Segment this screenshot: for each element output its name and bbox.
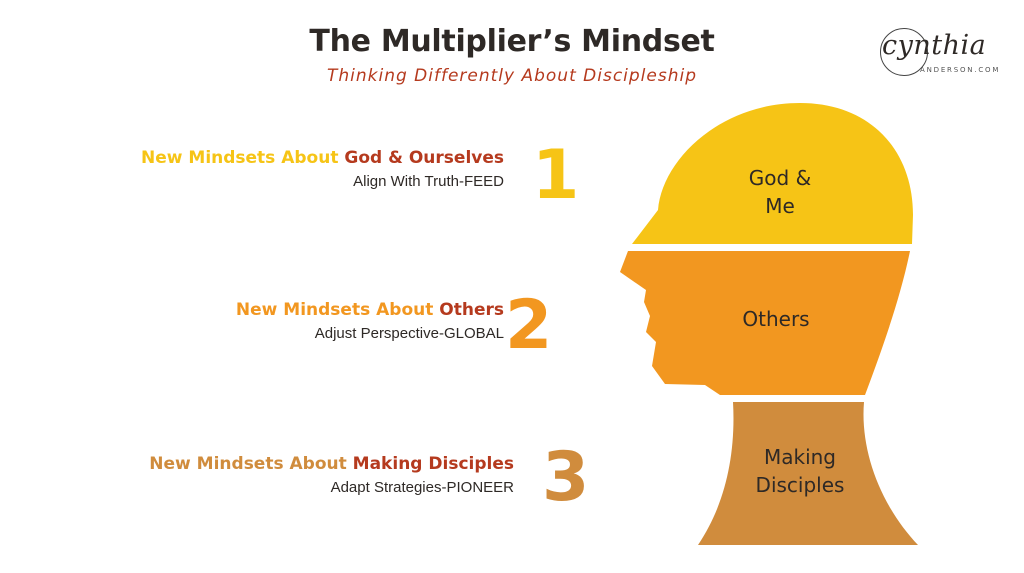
heading-prefix: New Mindsets About (141, 148, 345, 168)
heading-emphasis: God & Ourselves (344, 148, 504, 168)
segment-label-line: Making (763, 445, 837, 469)
segment-label-others: Others (716, 305, 836, 333)
segment-label-line: Me (765, 194, 795, 218)
heading-emphasis: Others (439, 300, 504, 320)
number-2: 2 (505, 286, 553, 365)
heading-prefix: New Mindsets About (235, 300, 440, 320)
head-segment-others (620, 251, 910, 395)
logo-subtext: ANDERSON.COM (920, 66, 1001, 74)
logo-circle-icon (880, 28, 928, 76)
mindset-heading-1: New Mindsets About God & Ourselves (141, 148, 504, 168)
segment-label-line: Disciples (755, 473, 845, 497)
logo-script: cynthia (882, 30, 987, 61)
mindset-description-3: Adapt Strategies-PIONEER (330, 479, 514, 496)
segment-label-line: God & (748, 166, 812, 190)
number-3: 3 (542, 438, 590, 517)
brand-logo: cynthia ANDERSON.COM (874, 22, 998, 82)
mindset-heading-3: New Mindsets About Making Disciples (149, 454, 514, 474)
mindset-row-2: New Mindsets About Others Adjust Perspec… (236, 300, 504, 342)
segment-label-god-me: God & Me (730, 164, 830, 220)
head-segment-god-me (632, 103, 913, 244)
heading-emphasis: Making Disciples (352, 454, 514, 474)
mindset-row-1: New Mindsets About God & Ourselves Align… (141, 148, 504, 190)
segment-label-line: Others (742, 307, 810, 331)
segment-label-making-disciples: Making Disciples (740, 443, 860, 499)
mindset-row-3: New Mindsets About Making Disciples Adap… (149, 454, 514, 496)
head-segment-making-disciples (698, 402, 918, 545)
heading-prefix: New Mindsets About (149, 454, 353, 474)
mindset-heading-2: New Mindsets About Others (236, 300, 504, 320)
mindset-description-2: Adjust Perspective-GLOBAL (314, 325, 504, 342)
page-subtitle: Thinking Differently About Discipleship (326, 66, 698, 86)
mindset-description-1: Align With Truth-FEED (353, 173, 504, 190)
number-1: 1 (532, 136, 580, 215)
page-title: The Multiplier’s Mindset (309, 24, 715, 59)
